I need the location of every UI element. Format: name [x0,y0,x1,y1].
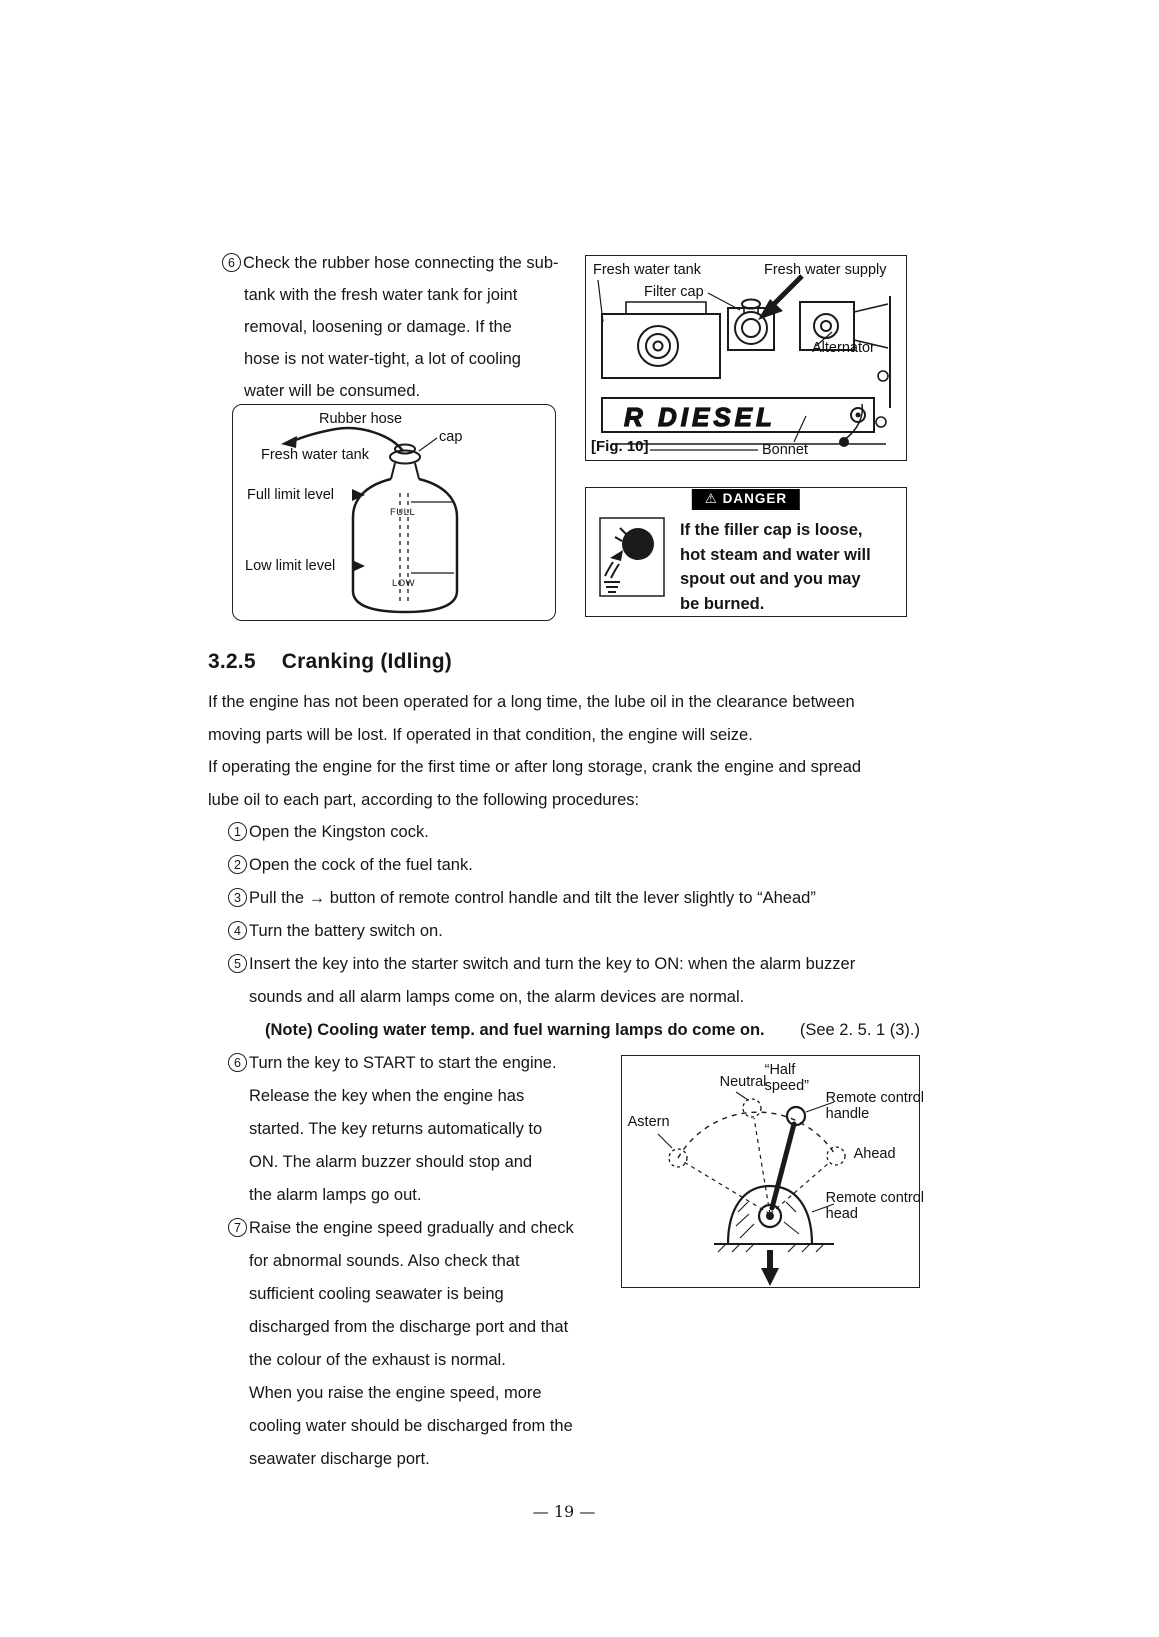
warning-icon: ⚠ [704,491,718,506]
circled-number: 1 [228,822,247,841]
see-reference: (See 2. 5. 1 (3).) [799,1021,920,1039]
fresh-water-tank-figure: FULL LOW Rubber hose cap Fresh water tan… [232,404,556,621]
section-number: 3.2.5 [208,650,256,673]
section-cranking: 3.2.5 Cranking (Idling) If the engine has… [208,650,924,1521]
label-half-speed-line1: “Half [764,1062,796,1078]
circled-number: 4 [228,921,247,940]
tank-drawing: FULL LOW [281,426,459,614]
section-heading: 3.2.5 Cranking (Idling) [208,650,920,674]
circled-number: 5 [228,954,247,973]
label-astern: Astern [627,1114,670,1130]
full-mark: FULL [390,507,415,518]
page-number: — 19 — [532,1502,596,1521]
label-handle-line2: handle [825,1106,870,1122]
danger-title: ⚠ DANGER [691,489,801,510]
section-title: Cranking (Idling) [281,650,452,673]
label-half-speed-line2: speed” [764,1078,809,1094]
note-row: (Note) Cooling water temp. and fuel warn… [228,1014,920,1047]
label-head-line2: head [825,1206,858,1222]
body-paragraph: If operating the engine for the first ti… [208,758,862,809]
label-neutral: Neutral [719,1074,767,1090]
danger-text: If the filler cap is loose, hot steam an… [680,521,871,613]
steam-burn-icon [596,514,668,602]
engine-drawing: R DIESEL [597,274,891,451]
danger-title-text: DANGER [722,491,788,506]
label-bonnet: Bonnet [762,442,808,458]
circled-number: 6 [222,253,241,272]
fig10-caption: [Fig. 10] [591,438,649,455]
circled-number: 3 [228,888,247,907]
remote-control-drawing [657,1091,846,1286]
engine-brand-text: R DIESEL [624,402,776,432]
note-text: (Note) Cooling water temp. and fuel warn… [265,1021,765,1039]
label-cap: cap [439,429,463,445]
body-paragraph: If the engine has not been operated for … [208,693,855,744]
step-text: Open the cock of the fuel tank. [249,856,473,874]
label-full-limit-level: Full limit level [247,487,335,503]
fig10-engine-figure: R DIESEL Fresh water tank Fresh water su… [585,255,907,461]
step-text: Open the Kingston cock. [249,823,429,841]
circled-number: 6 [228,1053,247,1072]
circled-number: 7 [228,1218,247,1237]
label-fresh-water-supply: Fresh water supply [764,262,887,278]
step-text: Pull the → button of remote control hand… [249,889,816,907]
label-head-line1: Remote control [825,1190,924,1206]
label-fresh-water-tank: Fresh water tank [261,447,369,463]
circled-number: 2 [228,855,247,874]
label-handle-line1: Remote control [825,1090,924,1106]
step-text: Turn the battery switch on. [249,922,443,940]
step-text: Insert the key into the starter switch a… [249,955,856,1006]
intro-text: Check the rubber hose connecting the sub… [243,254,559,400]
label-low-limit-level: Low limit level [245,558,336,574]
low-mark: LOW [392,578,415,589]
label-ahead: Ahead [853,1146,896,1162]
label-alternator: Alternator [812,340,875,356]
label-filter-cap: Filter cap [644,284,704,300]
danger-box: ⚠ DANGER If the filler cap is loose, hot… [585,487,907,617]
label-rubber-hose: Rubber hose [319,411,403,427]
step-text: Raise the engine speed gradually and che… [249,1219,574,1468]
label-fresh-water-tank: Fresh water tank [593,262,701,278]
step-text: Turn the key to START to start the engin… [249,1054,557,1204]
